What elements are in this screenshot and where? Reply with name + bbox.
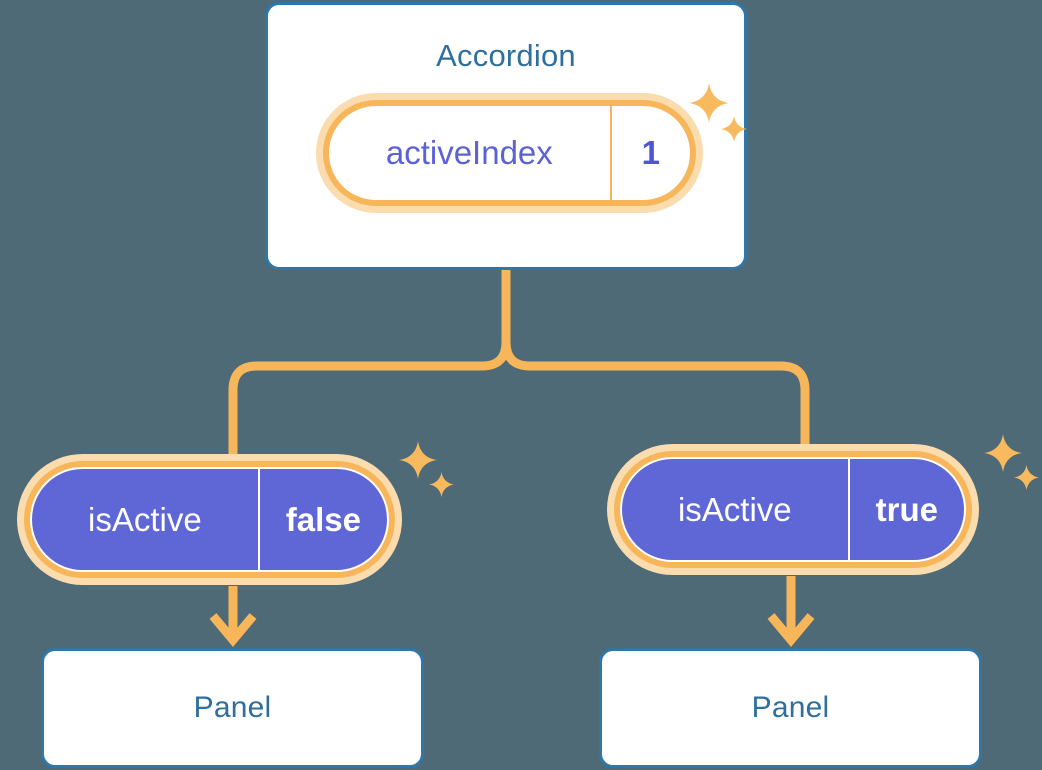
panel-title: Panel: [751, 691, 830, 724]
state-pill-body: isActive true: [620, 457, 966, 562]
panel-component-card-left[interactable]: Panel: [41, 648, 424, 768]
arrow-down-icon: [209, 586, 257, 648]
state-pill-ring: isActive false: [24, 461, 395, 578]
state-pill-isactive-left[interactable]: isActive false: [17, 454, 402, 585]
accordion-component-card[interactable]: Accordion activeIndex 1: [265, 2, 747, 270]
state-pill-ring: isActive true: [614, 451, 972, 568]
sparkle-large-icon: [398, 440, 438, 480]
sparkle-large-icon: [983, 433, 1023, 473]
sparkle-decoration: [983, 433, 1041, 497]
arrow-down-icon: [767, 576, 815, 648]
sparkle-small-icon: [428, 471, 455, 498]
sparkle-small-icon: [1013, 464, 1040, 491]
panel-title: Panel: [193, 691, 272, 724]
state-pill-value: 1: [609, 106, 690, 200]
state-pill-body: isActive false: [30, 467, 389, 572]
state-pill-value: true: [847, 459, 964, 560]
state-pill-body: activeIndex 1: [329, 106, 690, 200]
state-pill-isactive-right[interactable]: isActive true: [607, 444, 979, 575]
state-pill-key: isActive: [88, 500, 202, 538]
state-pill-value: false: [257, 469, 387, 570]
state-pill-ring: activeIndex 1: [323, 100, 696, 206]
state-pill-key: isActive: [677, 490, 792, 528]
sparkle-decoration: [398, 440, 456, 504]
panel-component-card-right[interactable]: Panel: [599, 648, 982, 768]
state-pill-activeindex[interactable]: activeIndex 1: [316, 93, 703, 213]
accordion-title: Accordion: [436, 38, 576, 73]
state-pill-key: activeIndex: [385, 134, 553, 171]
